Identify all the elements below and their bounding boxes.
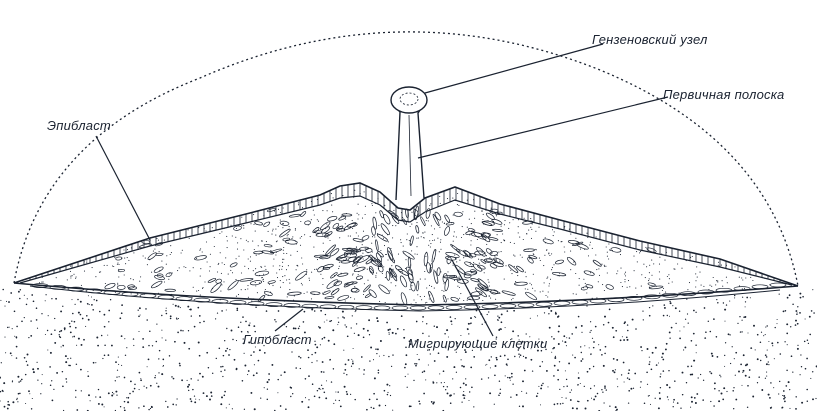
label-hypoblast: Гипобласт [243, 332, 312, 347]
label-hensen-node: Гензеновский узел [592, 32, 708, 47]
hypoblast-lower-edge [29, 285, 781, 312]
mesoderm-region [14, 188, 798, 306]
leader-epiblast [95, 135, 151, 241]
migrating-cells-group [104, 205, 664, 306]
leader-hypoblast [274, 308, 304, 332]
label-epiblast: Эпибласт [47, 118, 111, 133]
hensen-node-shape [390, 86, 428, 114]
yolk-stipple [0, 288, 817, 411]
blastoderm-dome-outline [13, 31, 799, 287]
epiblast-cell-boundaries [29, 183, 781, 282]
leader-primitive-streak [417, 96, 669, 159]
label-migrating-cells: Мигрирующие клетки [408, 336, 548, 351]
hensen-node-inner [399, 92, 419, 106]
hypoblast-cells [31, 282, 787, 311]
streak-groove [408, 114, 412, 197]
label-primitive-streak: Первичная полоска [663, 87, 785, 102]
leader-hensen-node [424, 43, 604, 94]
leader-migrating-cells [451, 259, 494, 337]
